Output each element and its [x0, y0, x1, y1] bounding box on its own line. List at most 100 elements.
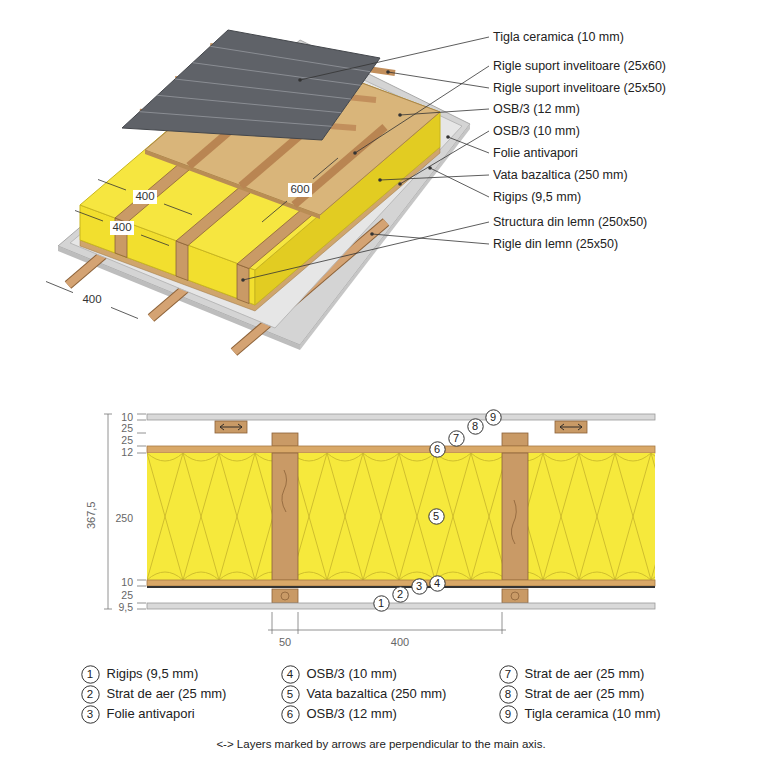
tile-layer [147, 414, 655, 420]
legend-text: Vata bazaltica (250 mm) [307, 687, 447, 702]
circle [485, 409, 500, 424]
circle [281, 705, 298, 722]
dimension-line [268, 630, 506, 631]
circle [499, 705, 516, 722]
osb-edge [145, 150, 320, 219]
perpendicular-batten [215, 421, 247, 433]
extension-line [298, 612, 299, 634]
legend-text: Rigips (9,5 mm) [107, 667, 199, 682]
callout-number: 1 [81, 665, 100, 684]
callout-circle: 8 [467, 418, 484, 435]
tile-rows [140, 46, 371, 126]
leader-lines [243, 37, 489, 280]
callout-number: 7 [499, 665, 518, 684]
part-label: OSB/3 (10 mm) [493, 124, 580, 138]
leader-dots [241, 70, 450, 282]
dimension-line [46, 282, 73, 293]
dimension-line [111, 307, 138, 318]
legend-callout: 4OSB/3 (10 mm) [281, 665, 300, 684]
batten-section [272, 589, 298, 603]
dimension-label: 400 [110, 221, 133, 234]
rigips-layer [147, 603, 655, 609]
callout-number: 2 [81, 685, 100, 704]
callout-number: 1 [373, 595, 390, 612]
dimension-label: 367,5 [86, 501, 99, 529]
counter-batten [272, 433, 298, 446]
rafter-top [237, 209, 314, 269]
leader-line [430, 168, 489, 197]
circle [411, 578, 426, 593]
circle [499, 685, 516, 702]
circle [429, 575, 444, 590]
rafter-section [502, 453, 528, 580]
osb-10-layer [147, 580, 655, 586]
double-arrow [220, 424, 242, 430]
callout-number: 3 [411, 578, 428, 595]
circle [81, 665, 98, 682]
double-arrow [560, 424, 582, 430]
part-label: OSB/3 (12 mm) [493, 102, 580, 116]
dimension-line [164, 204, 192, 215]
callout-number: 9 [485, 409, 502, 426]
leader-line [400, 109, 489, 115]
leader-line [380, 175, 489, 180]
part-label: Folie antivapori [493, 146, 578, 160]
legend-callout: 2Strat de aer (25 mm) [81, 685, 100, 704]
legend-callout: 6OSB/3 (12 mm) [281, 705, 300, 724]
legend-text: Strat de aer (25 mm) [107, 687, 227, 702]
dimension-line [313, 158, 338, 179]
tile-row [210, 46, 370, 71]
extension-line [502, 612, 503, 634]
tile-row [157, 95, 341, 112]
tick [137, 414, 146, 609]
circle [467, 418, 482, 433]
callout-number: 7 [448, 430, 465, 447]
dimension-label: 25 [121, 434, 133, 446]
legend-text: Tigla ceramica (10 mm) [525, 707, 661, 722]
callout-number: 5 [281, 685, 300, 704]
legend-callout: 3Folie antivapori [81, 705, 100, 724]
leader-dot [398, 182, 402, 186]
callout-circle: 1 [373, 595, 390, 612]
wood-ring [281, 592, 289, 600]
leader-line [243, 222, 489, 280]
dimension-label: 10 [121, 576, 133, 588]
leader-dot [386, 70, 390, 74]
callout-circle: 7 [448, 430, 465, 447]
dimension-line [108, 414, 109, 609]
dimension-line [75, 211, 103, 222]
dimension-label: 25 [121, 422, 133, 434]
callout-number: 3 [81, 705, 100, 724]
leader-line [372, 234, 489, 244]
tile-row [140, 112, 332, 127]
rafter [176, 241, 188, 281]
part-label: Rigle suport invelitoare (25x60) [493, 59, 666, 73]
callout-number: 2 [392, 586, 409, 603]
tile-row [175, 79, 351, 99]
tick [104, 414, 112, 415]
perpendicular-arrows [220, 424, 582, 430]
leader-line [300, 37, 489, 80]
circle [281, 665, 298, 682]
callout-number: 8 [499, 685, 518, 704]
circle [428, 508, 443, 523]
dimension-line [98, 180, 126, 191]
part-label: Vata bazaltica (250 mm) [493, 168, 628, 182]
circle [448, 430, 463, 445]
part-label: Structura din lemn (250x50) [493, 215, 647, 229]
dimension-label: 25 [121, 589, 133, 601]
legend-callout: 5Vata bazaltica (250 mm) [281, 685, 300, 704]
legend-text: OSB/3 (10 mm) [307, 667, 397, 682]
leader-line [355, 66, 489, 153]
part-label: Rigle suport invelitoare (25x50) [493, 81, 666, 95]
wood-ring [511, 592, 519, 600]
callout-circle: 9 [485, 409, 502, 426]
dimension-label: 50 [279, 636, 291, 649]
rafter [237, 264, 249, 304]
perpendicular-batten [555, 421, 587, 433]
leader-line [448, 137, 489, 153]
dimension-line [262, 201, 287, 222]
legend-callout: 8Strat de aer (25 mm) [499, 685, 518, 704]
leader-dot [378, 178, 382, 182]
